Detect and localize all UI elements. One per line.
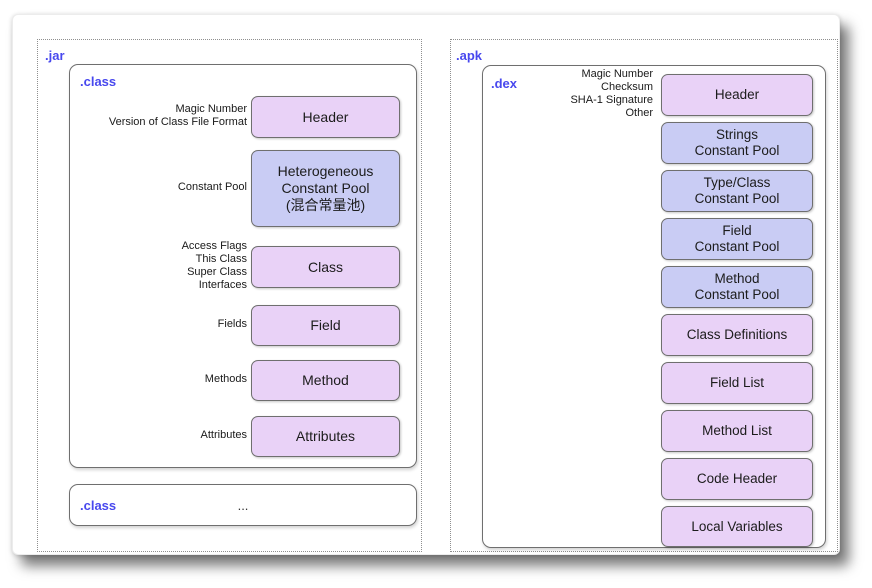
field-list-box: Field List	[661, 362, 813, 404]
field-box: Field	[251, 305, 400, 346]
dex-file-box: .dex Magic Number Checksum SHA-1 Signatu…	[482, 65, 826, 548]
class-stub-ellipsis: ...	[237, 497, 249, 513]
header-box: Header	[251, 96, 400, 138]
apk-label: .apk	[456, 48, 483, 63]
class-file-box: .class Magic Number Version of Class Fil…	[69, 64, 417, 468]
field-constant-pool-box: Field Constant Pool	[661, 218, 813, 260]
attributes-box: Attributes	[251, 416, 400, 457]
strings-constant-pool-box: Strings Constant Pool	[661, 122, 813, 164]
dex-label: .dex	[491, 76, 518, 91]
dex-header-annotation: Magic Number Checksum SHA-1 Signature Ot…	[570, 68, 653, 119]
attributes-annotation: Attributes	[200, 429, 247, 441]
figure-sheet: .jar .class Magic Number Version of Clas…	[12, 14, 840, 555]
method-list-box: Method List	[661, 410, 813, 452]
type-class-constant-pool-box: Type/Class Constant Pool	[661, 170, 813, 212]
dex-header-box: Header	[661, 74, 813, 116]
class-definitions-box: Class Definitions	[661, 314, 813, 356]
methods-annotation: Methods	[204, 373, 247, 385]
constant-pool-annotation: Constant Pool	[177, 181, 247, 193]
class-stub-label: .class	[80, 497, 117, 513]
class-annotation: Access Flags This Class Super Class Inte…	[181, 240, 247, 291]
class-box: Class	[251, 246, 400, 288]
class-file-label: .class	[80, 74, 117, 89]
jar-panel: .jar .class Magic Number Version of Clas…	[37, 39, 422, 552]
heterogeneous-constant-pool-box: Heterogeneous Constant Pool (混合常量池)	[251, 150, 400, 227]
header-annotation: Magic Number Version of Class File Forma…	[108, 103, 247, 128]
code-header-box: Code Header	[661, 458, 813, 500]
apk-panel: .apk .dex Magic Number Checksum SHA-1 Si…	[450, 39, 838, 552]
class-stub-box: .class ...	[69, 484, 417, 526]
method-constant-pool-box: Method Constant Pool	[661, 266, 813, 308]
fields-annotation: Fields	[217, 318, 247, 330]
jar-label: .jar	[45, 48, 65, 63]
local-variables-box: Local Variables	[661, 506, 813, 547]
method-box: Method	[251, 360, 400, 401]
